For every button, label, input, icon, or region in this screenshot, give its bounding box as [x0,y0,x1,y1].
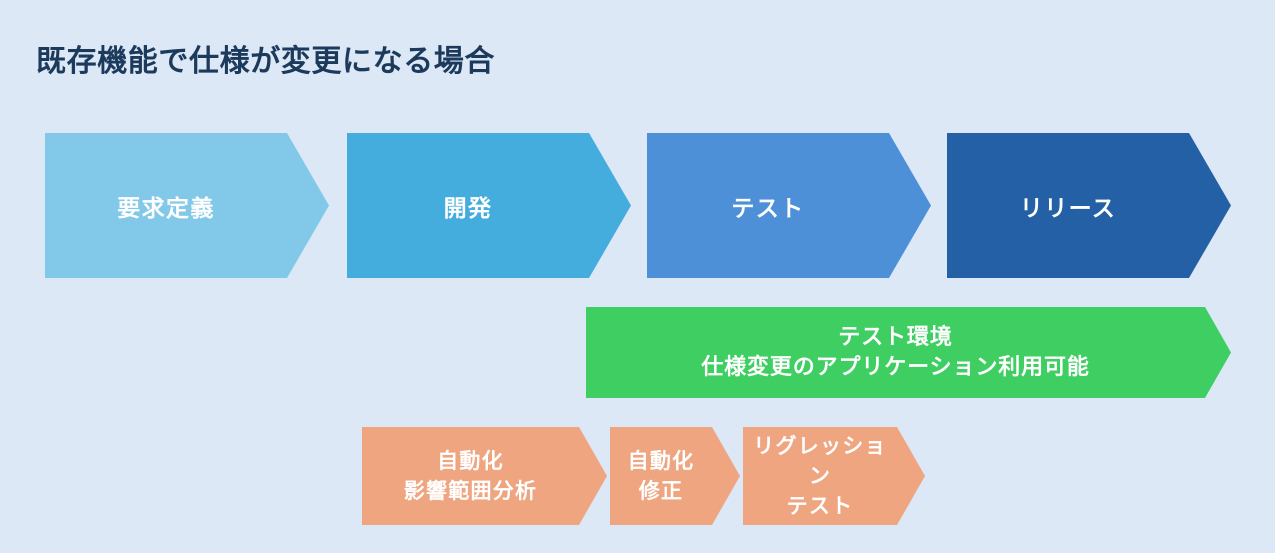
test-environment-banner-arrow: テスト環境 仕様変更のアプリケーション利用可能 [586,307,1231,398]
stage-arrow-release: リリース [947,133,1231,278]
automation-impact-line1: 自動化 [437,449,504,473]
automation-fix-line1: 自動化 [627,449,695,473]
page-title: 既存機能で仕様が変更になる場合 [36,44,495,79]
automation-step-impact-analysis: 自動化 影響範囲分析 [362,427,607,525]
stage-arrow-test: テスト [647,133,931,278]
stage-label-requirements: 要求定義 [117,195,215,222]
automation-step-regression-test: リグレッション テスト [743,427,925,525]
stage-label-test: テスト [731,195,805,222]
automation-regression-line1: リグレッション [753,434,887,488]
automation-impact-line2: 影響範囲分析 [403,479,538,503]
stage-label-release: リリース [1019,195,1117,222]
env-banner-line2: 仕様変更のアプリケーション利用可能 [701,354,1090,380]
automation-fix-line2: 修正 [638,479,684,503]
automation-regression-line2: テスト [786,494,854,518]
stage-arrow-requirements: 要求定義 [45,133,329,278]
stage-arrow-development: 開発 [347,133,631,278]
env-banner-line1: テスト環境 [838,324,953,350]
automation-step-fix: 自動化 修正 [610,427,740,525]
stage-label-development: 開発 [443,195,493,222]
